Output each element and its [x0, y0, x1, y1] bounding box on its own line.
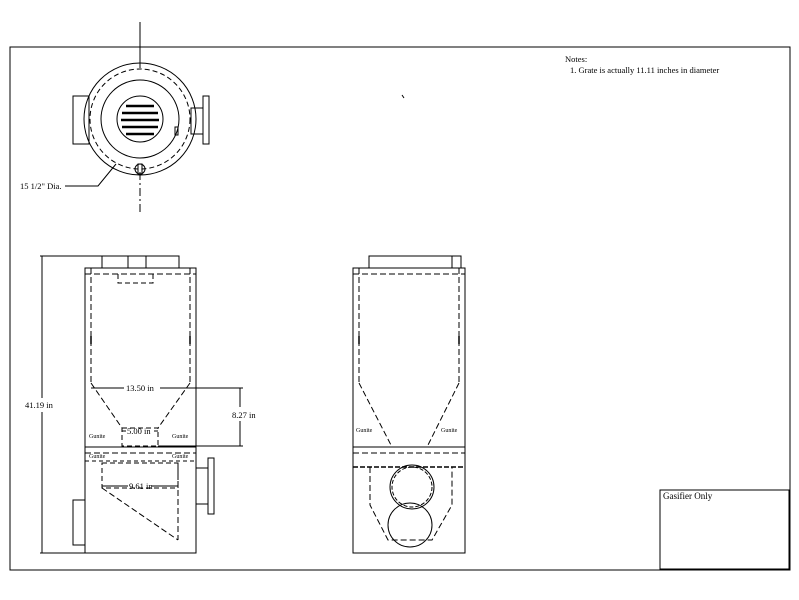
cone-height-dimension-label: 8.27 in	[232, 410, 256, 420]
note-item: 1. Grate is actually 11.11 inches in dia…	[570, 65, 719, 75]
top-view	[65, 22, 210, 212]
diameter-label: 15 1/2" Dia.	[20, 181, 61, 191]
sheet-border	[9, 46, 791, 571]
title-block-label: Gasifier Only	[663, 491, 713, 501]
gunite-label: Gunite	[89, 454, 106, 460]
side-view	[352, 255, 466, 554]
height-dimension-label: 41.19 in	[25, 400, 54, 410]
gunite-label: Gunite	[172, 434, 189, 440]
gunite-label: Gunite	[172, 454, 189, 460]
gunite-label: Gunite	[356, 428, 373, 434]
lower-dimension-label: 9.61 in	[129, 481, 153, 491]
front-view	[40, 255, 243, 554]
notes-heading: Notes:	[565, 54, 587, 64]
grate-bars	[121, 104, 159, 136]
title-block	[659, 489, 790, 570]
throat-dimension-label: 5.00 in	[127, 426, 151, 436]
gunite-label: Gunite	[441, 428, 458, 434]
gunite-label: Gunite	[89, 434, 106, 440]
stray-mark	[401, 94, 405, 99]
width-dimension-label: 13.50 in	[126, 383, 155, 393]
